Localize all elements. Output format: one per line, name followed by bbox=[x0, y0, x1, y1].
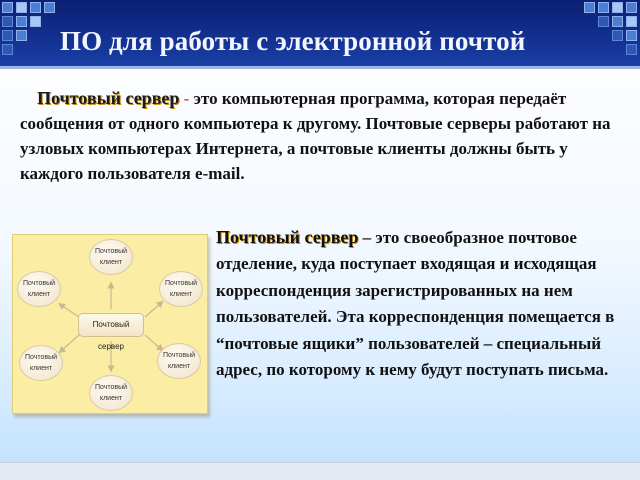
client-label-line2: клиент bbox=[167, 363, 191, 370]
analogy-paragraph: Почтовый сервер – это своеобразное почто… bbox=[216, 224, 636, 383]
client-label-line1: Почтовый bbox=[22, 280, 56, 287]
mail-server-diagram: Почтовый клиент Почтовый клиент Почтовый… bbox=[12, 234, 208, 414]
client-label-line2: клиент bbox=[29, 365, 53, 372]
client-node-lower-left: Почтовый клиент bbox=[19, 345, 63, 381]
slide-title: ПО для работы с электронной почтой bbox=[60, 26, 526, 56]
arrow-to-upper-left-client bbox=[58, 303, 80, 318]
mail-server-box: Почтовый сервер bbox=[78, 313, 144, 351]
footer-bar bbox=[0, 462, 640, 480]
diagram-arrows bbox=[58, 281, 164, 373]
client-label-line1: Почтовый bbox=[24, 354, 58, 361]
arrow-to-lower-left-client bbox=[58, 334, 80, 354]
paragraph2-term: Почтовый сервер bbox=[216, 227, 359, 247]
client-node-upper-left: Почтовый клиент bbox=[17, 271, 61, 307]
title-bar bbox=[0, 0, 640, 66]
client-node-top: Почтовый клиент bbox=[89, 239, 133, 275]
client-node-lower-right: Почтовый клиент bbox=[157, 343, 201, 379]
client-node-bottom: Почтовый клиент bbox=[89, 375, 133, 411]
client-label-line2: клиент bbox=[99, 259, 123, 266]
client-label-line1: Почтовый bbox=[164, 280, 198, 287]
client-label-line2: клиент bbox=[27, 291, 51, 298]
paragraph1-text: это компьютерная программа, которая пере… bbox=[20, 89, 611, 183]
client-label-line2: клиент bbox=[99, 395, 123, 402]
title-bar-divider bbox=[0, 66, 640, 69]
client-label-line1: Почтовый bbox=[94, 384, 128, 391]
arrow-to-upper-right-client bbox=[144, 300, 164, 318]
client-label-line1: Почтовый bbox=[162, 352, 196, 359]
client-node-upper-right: Почтовый клиент bbox=[159, 271, 203, 307]
paragraph1-dash: - bbox=[179, 89, 194, 108]
client-label-line2: клиент bbox=[169, 291, 193, 298]
paragraph2-text: – это своеобразное почтовое отделение, к… bbox=[216, 228, 615, 380]
arrow-to-lower-right-client bbox=[144, 334, 164, 352]
definition-paragraph: Почтовый сервер - это компьютерная прогр… bbox=[20, 86, 620, 186]
client-label-line1: Почтовый bbox=[94, 248, 128, 255]
paragraph1-term: Почтовый сервер bbox=[37, 88, 180, 108]
